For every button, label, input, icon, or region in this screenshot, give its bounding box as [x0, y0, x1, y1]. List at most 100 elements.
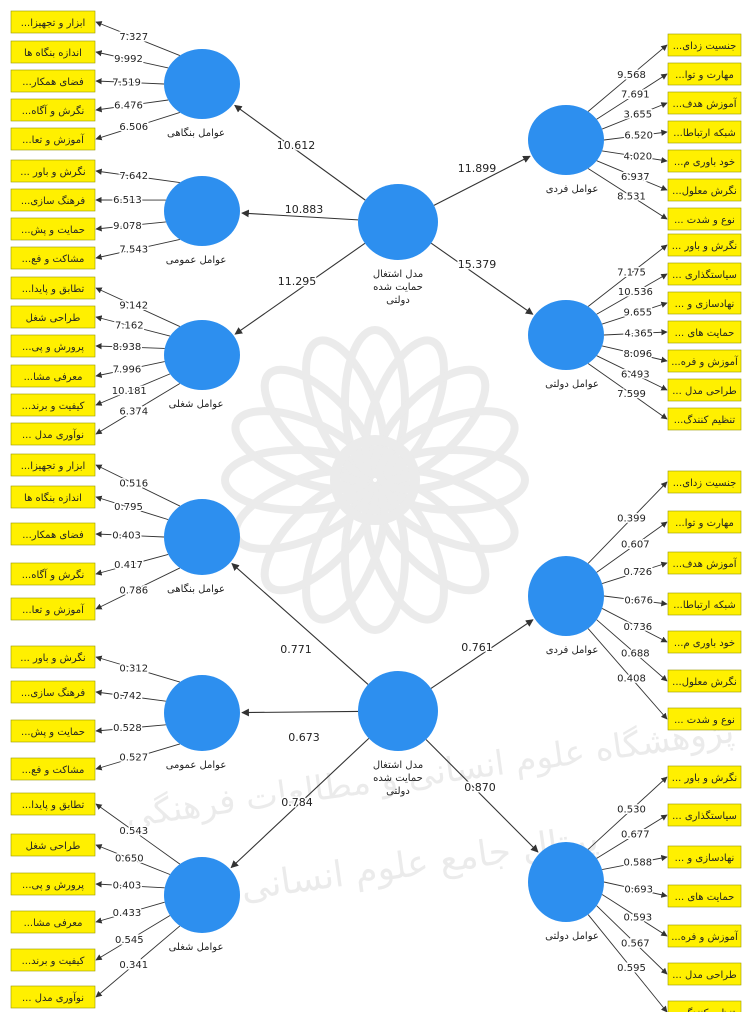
loading-value-individual: 8.531 [617, 191, 646, 202]
construct-facility [164, 499, 240, 575]
indicator-label-facility: ...نگرش و آگاه [22, 568, 85, 581]
loading-arrow-job [95, 287, 181, 327]
indicator-label-individual: ... نوع و شدت [674, 215, 735, 226]
loading-value-facility: 0.403 [112, 530, 141, 541]
loading-value-general: 9.078 [113, 221, 142, 232]
watermark-petal [341, 482, 409, 634]
loading-arrow-general [95, 221, 166, 232]
indicator-box-government [667, 262, 742, 286]
indicator-box-general [10, 645, 96, 669]
indicator-box-government [667, 962, 742, 986]
path-coefficient-individual: 11.899 [458, 162, 497, 175]
watermark-petal [221, 446, 373, 514]
watermark: پژوهشگاه علوم انسانی و مطالعات فرهنگیپرت… [123, 326, 736, 909]
watermark-petal [302, 480, 389, 624]
loading-arrow-government [602, 345, 668, 363]
loading-arrow-general [95, 743, 181, 771]
loading-arrow-government [602, 854, 668, 870]
construct-label-government: عوامل دولتی [545, 931, 599, 942]
loading-arrow-job [95, 803, 181, 865]
loading-value-individual: 7.691 [621, 89, 650, 100]
indicator-label-government: ... حمایت های [675, 892, 735, 903]
indicator-box-job [10, 872, 96, 896]
construct-label-individual: عوامل فردی [546, 645, 599, 656]
indicator-label-individual: ...جنسیت زدای [673, 41, 737, 52]
indicator-label-job: ... نوآوری مدل [22, 428, 84, 441]
loading-arrow-individual [601, 608, 668, 643]
loading-arrow-facility [95, 553, 169, 576]
indicator-label-government: ...آموزش و فره [671, 930, 739, 943]
indicator-box-individual [667, 120, 742, 144]
loading-value-government: 0.593 [623, 912, 652, 923]
indicator-label-individual: ...آموزش هدف [673, 97, 738, 110]
loading-arrow-facility [95, 99, 169, 113]
loading-value-government: 0.530 [617, 805, 646, 816]
loading-arrow-individual [587, 481, 668, 564]
indicator-label-government: ... سیاستگذاری [672, 269, 737, 281]
indicator-box-individual [667, 470, 742, 494]
indicator-label-facility: ...ابزار و تجهیزا [21, 461, 86, 472]
loading-arrow-job [95, 343, 165, 350]
indicator-label-individual: ...نگرش معلول [672, 185, 737, 197]
watermark-petal [260, 476, 380, 595]
loading-arrow-individual [603, 595, 668, 607]
center-label-line: دولتی [386, 295, 410, 306]
construct-label-individual: عوامل فردی [546, 184, 599, 195]
indicator-box-general [10, 159, 96, 183]
loading-value-job: 7.996 [113, 365, 142, 376]
indicator-box-government [667, 765, 742, 789]
indicator-box-individual [667, 207, 742, 231]
loading-arrow-job [95, 315, 171, 337]
loading-arrow-government [587, 914, 668, 1012]
loading-arrow-general [95, 168, 180, 183]
loading-arrow-general [95, 724, 166, 734]
indicator-label-general: ...فرهنگ سازی [21, 195, 86, 207]
indicator-label-general: ... نگرش و باور [20, 652, 85, 664]
indicator-box-government [667, 924, 742, 948]
loading-arrow-facility [95, 464, 181, 507]
indicator-label-individual: ...خود باوری م [674, 157, 735, 168]
indicator-label-individual: ...مهارت و توا [675, 518, 734, 529]
indicator-label-facility: ...فضای همکار [22, 77, 84, 88]
loading-arrow-facility [95, 21, 181, 56]
construct-facility [164, 49, 240, 119]
path-arrow-facility [234, 104, 366, 201]
path-arrow-government [425, 739, 539, 853]
indicator-label-government: ... طراحی مدل [672, 386, 737, 397]
loading-arrow-individual [596, 73, 668, 120]
watermark-petal [375, 407, 519, 494]
loading-arrow-individual [596, 521, 668, 573]
loading-arrow-government [596, 905, 668, 975]
loading-arrow-government [596, 273, 668, 315]
loading-value-facility: 6.506 [119, 122, 148, 133]
indicator-box-job [10, 792, 96, 816]
loading-value-government: 8.096 [623, 349, 652, 360]
path-arrow-job [234, 242, 366, 335]
loading-arrow-facility [95, 50, 169, 69]
indicator-label-government: ... حمایت های [675, 328, 735, 339]
construct-center-loadings [358, 671, 438, 751]
construct-label-facility: عوامل بنگاهی [167, 127, 225, 139]
indicator-label-government: ... نگرش و باور [672, 240, 737, 252]
loading-value-job: 0.650 [115, 853, 144, 864]
indicator-label-job: ...پرورش و پی [22, 880, 84, 891]
indicator-box-job [10, 276, 96, 300]
path-coefficient-job: 11.295 [278, 275, 317, 288]
indicator-box-government [667, 407, 742, 431]
indicator-box-individual [667, 510, 742, 534]
loading-arrow-job [95, 915, 171, 961]
loading-value-general: 0.742 [113, 691, 142, 702]
indicator-label-individual: ...جنسیت زدای [673, 478, 737, 489]
indicator-box-government [667, 291, 742, 315]
loading-value-government: 6.493 [621, 370, 650, 381]
indicator-label-job: ...کیفیت و برند [22, 401, 85, 412]
indicator-box-individual [667, 62, 742, 86]
construct-label-facility: عوامل بنگاهی [167, 583, 225, 595]
loading-value-job: 0.341 [119, 960, 148, 971]
loading-value-general: 0.312 [119, 663, 148, 674]
indicator-label-government: ...آموزش و فره [671, 355, 739, 368]
loading-arrow-job [95, 925, 181, 998]
indicator-box-facility [10, 562, 96, 586]
loading-value-individual: 0.676 [624, 595, 653, 606]
